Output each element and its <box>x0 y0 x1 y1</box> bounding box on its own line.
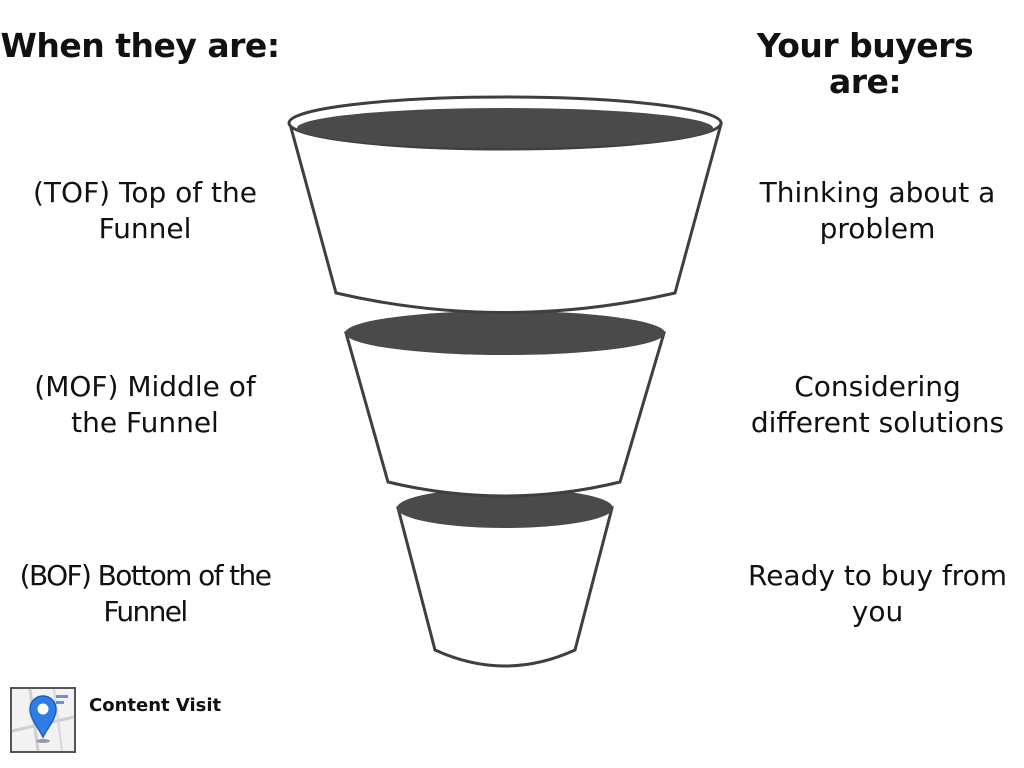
mof-buyer-state: Considering different solutions <box>750 370 1005 439</box>
funnel-band-bof <box>397 488 613 528</box>
tof-buyer-state: Thinking about a problem <box>759 176 996 245</box>
bof-buyer-state: Ready to buy from you <box>748 559 1007 628</box>
right-column-heading: Your buyers are: <box>756 26 974 101</box>
funnel-tier-bof <box>396 488 614 668</box>
funnel-tier-tof <box>287 95 723 314</box>
left-column-heading: When they are: <box>0 26 280 65</box>
funnel-band-mof <box>345 311 665 355</box>
funnel-opening <box>297 108 713 148</box>
brand-name: Content Visit <box>89 695 222 716</box>
bof-stage-label: (BOF) Bottom of the Funnel <box>19 559 272 628</box>
map-pin-icon <box>10 687 76 753</box>
mof-stage-label: (MOF) Middle of the Funnel <box>34 370 256 439</box>
tof-stage-label: (TOF) Top of the Funnel <box>33 176 257 245</box>
funnel-tier-mof <box>344 311 667 498</box>
